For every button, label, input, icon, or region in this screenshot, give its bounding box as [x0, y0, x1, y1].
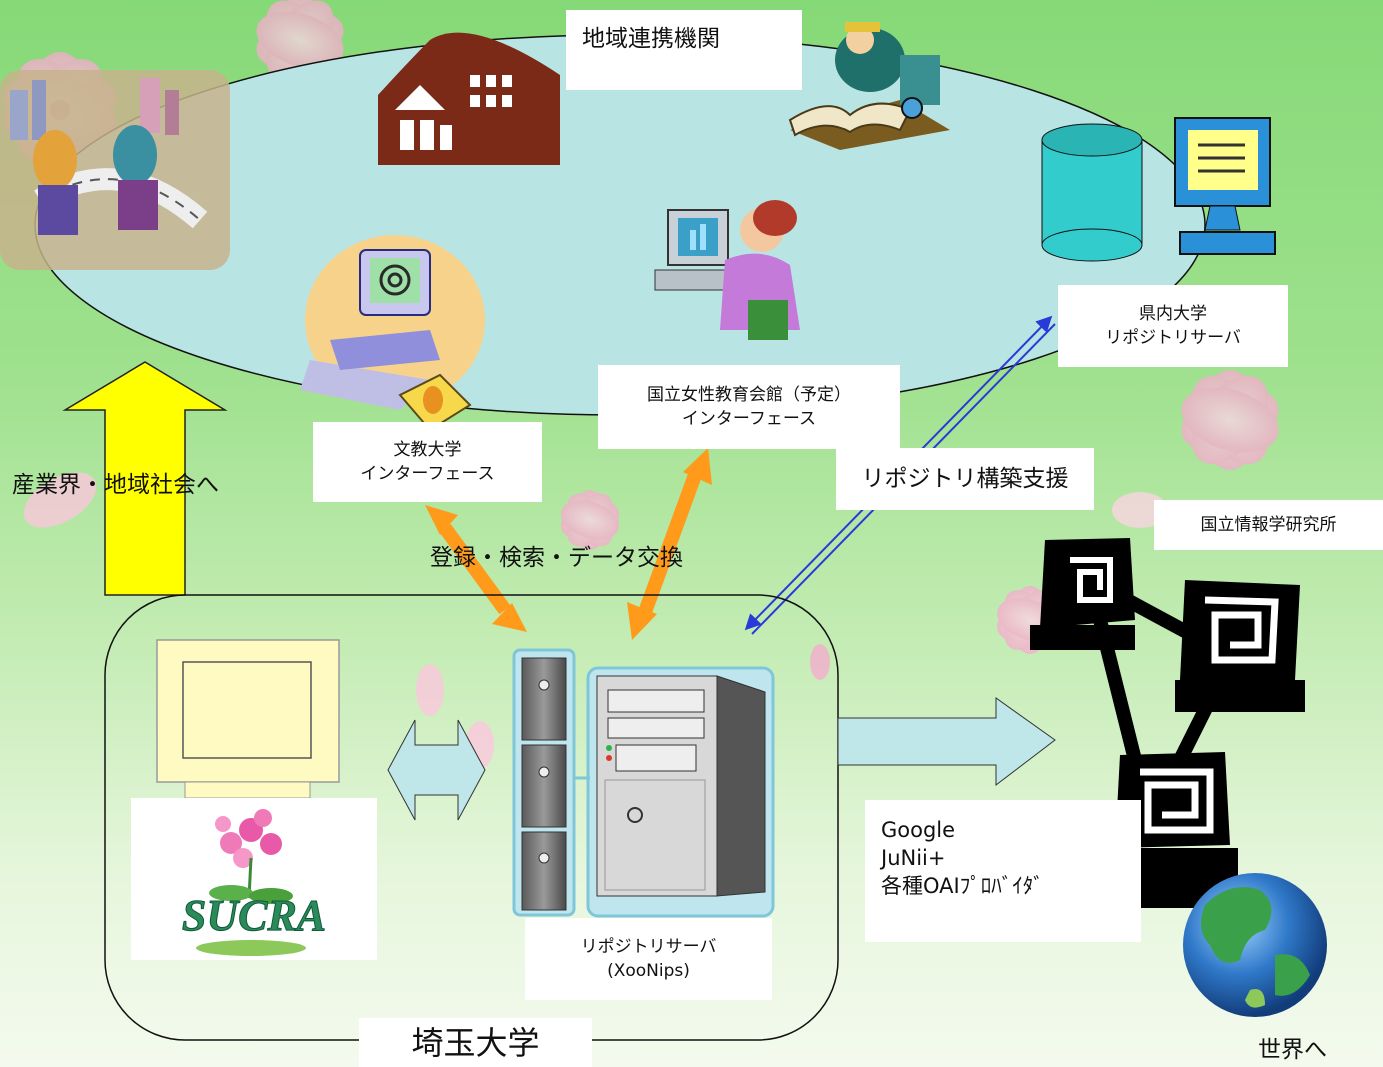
institution-building-icon [378, 32, 560, 165]
repo-support-label-box: リポジトリ構築支援 [836, 448, 1094, 510]
desktop-monitor-icon [1174, 117, 1276, 255]
pref-line2: リポジトリサーバ [1105, 328, 1241, 348]
sucra-logo-box: SUCRA [131, 798, 377, 960]
nii-label-box: 国立情報学研究所 [1154, 500, 1383, 550]
nwec-line1: 国立女性教育会館（予定） [647, 385, 851, 405]
pref-line1: 県内大学 [1139, 304, 1207, 324]
server-line1: リポジトリサーバ [580, 937, 717, 957]
server-rack-icon [512, 648, 576, 917]
database-cylinder-icon [1041, 123, 1143, 262]
sucra-logo-text: SUCRA [182, 891, 326, 940]
researcher-reading-icon [788, 22, 950, 150]
pink-flower-icon [196, 809, 306, 956]
server-line2: (XooNips) [607, 961, 690, 981]
client-server-arrow [387, 719, 486, 821]
saitama-label: 埼玉大学 [411, 1023, 540, 1062]
harvesters-box: Google JuNii+ 各種OAIﾌﾟﾛﾊﾞｲﾀﾞ [865, 800, 1141, 942]
sucra-logo: SUCRA [181, 809, 327, 956]
harvester-oai: 各種OAIﾌﾟﾛﾊﾞｲﾀﾞ [881, 874, 1044, 898]
regional-org-label: 地域連携機関 [582, 26, 720, 52]
publish-to-world-arrow [837, 697, 1056, 787]
harvester-junii: JuNii+ [881, 846, 946, 870]
bunkyo-line1: 文教大学 [393, 440, 462, 460]
industry-people-icon [0, 70, 230, 270]
exchange-label: 登録・検索・データ交換 [430, 545, 683, 571]
data-exchange-arrow-right [627, 448, 712, 640]
saitama-label-box: 埼玉大学 [359, 1018, 592, 1067]
data-exchange-arrow-left [425, 505, 527, 632]
bunkyo-line2: インターフェース [360, 464, 495, 484]
regional-org-label-box: 地域連携機関 [566, 10, 802, 90]
outreach-arrow [62, 361, 228, 596]
nwec-line2: インターフェース [681, 409, 817, 429]
world-label: 世界へ [1258, 1037, 1327, 1063]
bunkyo-interface-box: 文教大学 インターフェース [313, 422, 542, 502]
server-tower-icon [586, 666, 775, 918]
email-computer-icon [300, 235, 485, 432]
harvester-google: Google [881, 818, 956, 842]
pref-repository-box: 県内大学 リポジトリサーバ [1058, 285, 1288, 367]
repo-support-label: リポジトリ構築支援 [861, 466, 1069, 492]
industry-label: 産業界・地域社会へ [12, 472, 219, 498]
nii-label: 国立情報学研究所 [1200, 515, 1337, 535]
globe-icon [1183, 873, 1327, 1017]
nwec-interface-box: 国立女性教育会館（予定） インターフェース [598, 365, 900, 449]
client-monitor-icon [156, 639, 340, 799]
repository-server-box: リポジトリサーバ (XooNips) [525, 918, 772, 1000]
